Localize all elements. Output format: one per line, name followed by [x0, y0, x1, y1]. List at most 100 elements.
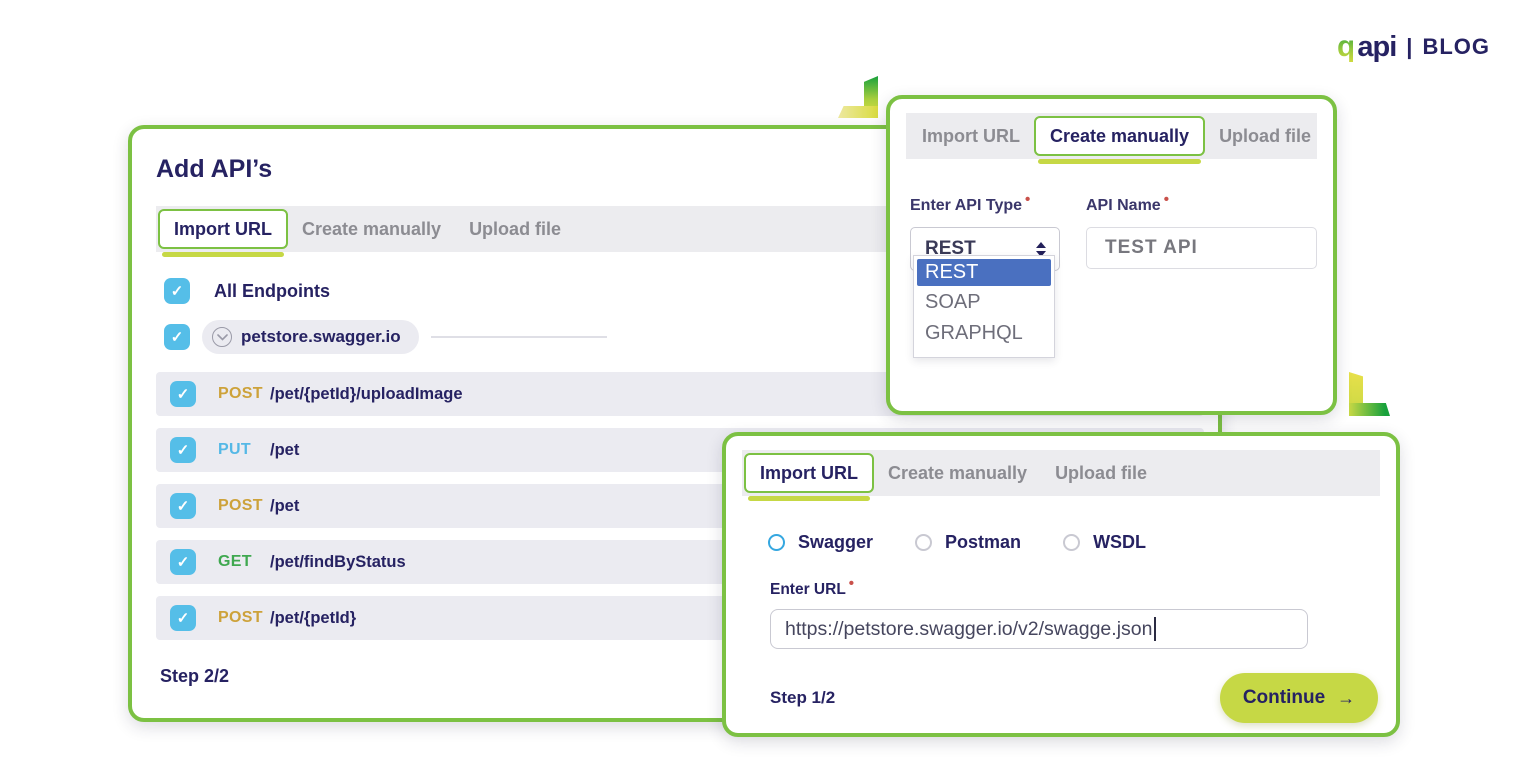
- tab-label: Upload file: [469, 218, 562, 239]
- radio-label: Postman: [945, 532, 1022, 552]
- endpoint-path: /pet/findByStatus: [270, 552, 406, 571]
- tab-label: Import URL: [922, 125, 1020, 146]
- continue-label: Continue: [1242, 687, 1326, 708]
- radio-icon[interactable]: [915, 534, 933, 551]
- endpoint-checkbox[interactable]: ✓: [170, 437, 196, 463]
- endpoint-path: /pet/{petId}/uploadImage: [270, 384, 463, 403]
- group-checkbox[interactable]: ✓: [164, 324, 190, 350]
- api-group-row[interactable]: ✓ petstore.swagger.io: [164, 320, 1204, 354]
- method-badge: POST: [218, 385, 263, 402]
- tab-label: Import URL: [760, 462, 858, 483]
- check-icon: ✓: [170, 329, 184, 346]
- tab-upload-file[interactable]: Upload file: [1041, 450, 1161, 496]
- source-type-radios: Swagger Postman WSDL: [768, 532, 1380, 553]
- page-title: Add API’s: [156, 155, 273, 183]
- endpoint-checkbox[interactable]: ✓: [170, 605, 196, 631]
- api-type-field: Enter API Type• REST REST SOAP GRAPHQL: [910, 192, 1060, 358]
- text-cursor: [1154, 617, 1157, 641]
- api-type-dropdown: REST SOAP GRAPHQL: [913, 255, 1055, 358]
- all-endpoints-checkbox[interactable]: ✓: [164, 278, 190, 304]
- check-icon: ✓: [176, 442, 190, 459]
- endpoint-path: /pet: [270, 496, 300, 515]
- api-name-field: API Name• TEST API: [1086, 192, 1317, 271]
- method-badge: POST: [218, 497, 263, 514]
- logo-accent-letter: q: [1337, 30, 1355, 63]
- import-panel-footer: Step 1/2 Continue →: [770, 673, 1378, 723]
- radio-wsdl[interactable]: WSDL: [1063, 532, 1146, 553]
- tab-import-url[interactable]: Import URL: [744, 453, 874, 501]
- check-icon: ✓: [176, 498, 190, 515]
- radio-icon[interactable]: [768, 534, 785, 551]
- enter-url-label: Enter URL•: [770, 576, 1380, 599]
- tab-label: Create manually: [888, 462, 1028, 483]
- group-label: petstore.swagger.io: [241, 327, 401, 346]
- group-divider-line: [430, 336, 607, 338]
- endpoint-checkbox[interactable]: ✓: [170, 381, 196, 407]
- step-indicator: Step 1/2: [770, 688, 836, 707]
- logo-text: api: [1357, 30, 1397, 63]
- tab-import-url[interactable]: Import URL: [908, 113, 1034, 159]
- tab-upload-file[interactable]: Upload file: [1205, 113, 1325, 159]
- check-icon: ✓: [176, 554, 190, 571]
- dropdown-option-soap[interactable]: SOAP: [925, 291, 981, 313]
- endpoint-checkbox[interactable]: ✓: [170, 549, 196, 575]
- method-badge: GET: [218, 553, 252, 570]
- required-dot: •: [848, 574, 855, 592]
- continue-button[interactable]: Continue →: [1220, 673, 1378, 723]
- radio-swagger[interactable]: Swagger: [768, 532, 873, 553]
- select-updown-icon: [1036, 241, 1046, 257]
- corner-bracket-decoration: [838, 76, 878, 118]
- group-pill[interactable]: petstore.swagger.io: [202, 320, 419, 354]
- create-manually-panel: Import URL Create manually Upload file E…: [886, 95, 1337, 415]
- brand-logo: q api | BLOG: [1337, 30, 1490, 64]
- import-panel-tabbar: Import URL Create manually Upload file: [742, 450, 1380, 501]
- endpoint-path: /pet/{petId}: [270, 608, 357, 627]
- radio-postman[interactable]: Postman: [915, 532, 1021, 553]
- api-name-input[interactable]: TEST API: [1086, 227, 1317, 269]
- chevron-down-icon: [212, 327, 232, 347]
- api-name-value: TEST API: [1105, 237, 1198, 258]
- tab-label: Upload file: [1219, 125, 1312, 146]
- tab-label: Upload file: [1055, 462, 1148, 483]
- create-panel-tabbar: Import URL Create manually Upload file: [906, 113, 1317, 164]
- tab-label: Create manually: [302, 218, 442, 239]
- check-icon: ✓: [176, 386, 190, 403]
- endpoint-path: /pet: [270, 440, 300, 459]
- method-badge: POST: [218, 609, 263, 626]
- radio-label: WSDL: [1093, 532, 1147, 552]
- radio-label: Swagger: [798, 532, 874, 552]
- decoration-bar: [838, 106, 878, 118]
- tab-create-manually[interactable]: Create manually: [874, 450, 1041, 496]
- required-dot: •: [1025, 190, 1031, 208]
- endpoint-checkbox[interactable]: ✓: [170, 493, 196, 519]
- label-text: API Name: [1086, 197, 1161, 214]
- tab-create-manually[interactable]: Create manually: [288, 206, 455, 252]
- tab-label: Import URL: [174, 218, 272, 239]
- tab-import-url[interactable]: Import URL: [158, 209, 288, 257]
- import-url-panel: Import URL Create manually Upload file S…: [722, 432, 1400, 737]
- all-endpoints-row[interactable]: ✓ All Endpoints: [164, 278, 1204, 304]
- url-value: https://petstore.swagger.io/v2/swagge.js…: [785, 617, 1153, 640]
- check-icon: ✓: [176, 610, 190, 627]
- step-indicator: Step 2/2: [160, 666, 230, 686]
- radio-icon[interactable]: [1063, 534, 1081, 551]
- label-text: Enter API Type: [910, 197, 1023, 214]
- arrow-right-icon: →: [1337, 687, 1356, 708]
- tab-upload-file[interactable]: Upload file: [455, 206, 575, 252]
- api-name-label: API Name•: [1086, 192, 1317, 215]
- check-icon: ✓: [170, 283, 184, 300]
- logo-separator: |: [1406, 34, 1413, 59]
- tab-label: Create manually: [1050, 125, 1190, 146]
- tab-create-manually[interactable]: Create manually: [1034, 116, 1206, 164]
- method-badge: PUT: [218, 441, 251, 458]
- logo-blog-text: BLOG: [1422, 34, 1490, 59]
- label-text: Enter URL: [770, 581, 846, 598]
- api-type-value: REST: [925, 238, 976, 259]
- dropdown-option-rest[interactable]: REST: [917, 259, 1051, 286]
- decoration-bar: [1349, 403, 1390, 416]
- url-input[interactable]: https://petstore.swagger.io/v2/swagge.js…: [770, 609, 1308, 649]
- required-dot: •: [1163, 190, 1169, 208]
- api-type-label: Enter API Type•: [910, 192, 1060, 215]
- dropdown-option-graphql[interactable]: GRAPHQL: [925, 322, 1023, 344]
